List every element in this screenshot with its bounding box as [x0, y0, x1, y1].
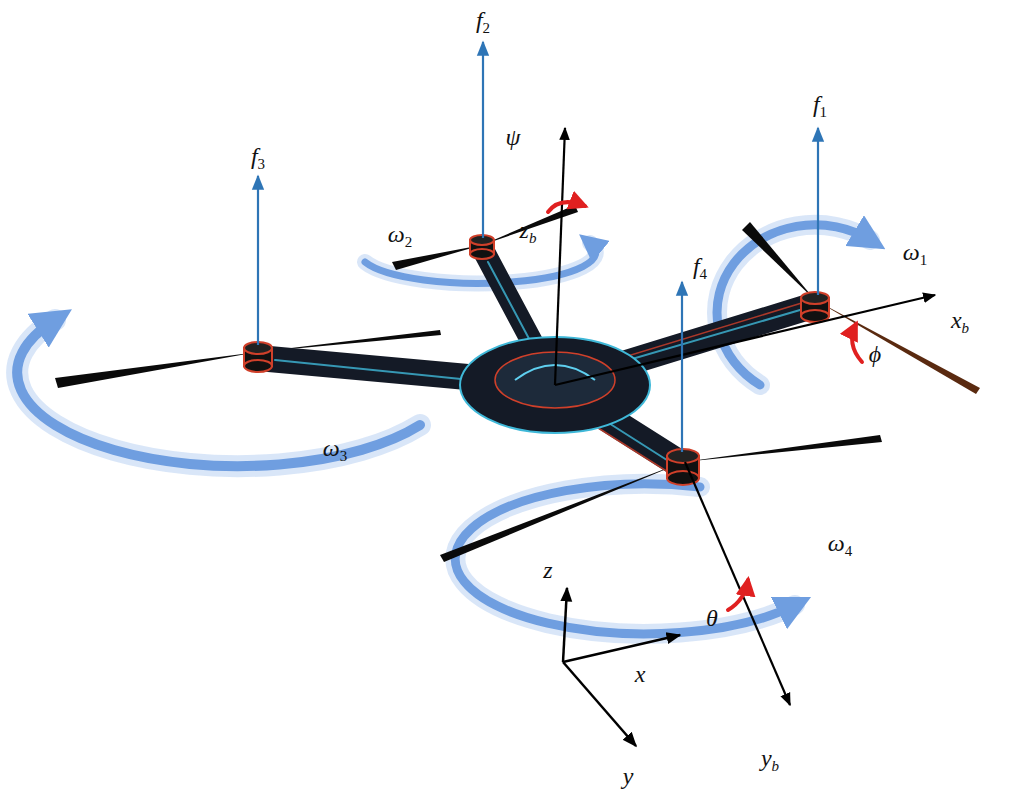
symbol-letter: x [635, 661, 646, 687]
symbol-label: θ [706, 606, 718, 630]
symbol-label: f3 [251, 144, 265, 172]
body-axes [555, 128, 935, 705]
symbol-label: z [543, 558, 552, 582]
symbol-label: ω3 [323, 436, 347, 464]
symbol-letter: f [476, 7, 483, 33]
symbol-letter: ψ [506, 124, 521, 150]
symbol-letter: ω [828, 530, 845, 556]
symbol-label: ω1 [903, 240, 927, 268]
symbol-letter: ω [388, 221, 405, 247]
symbol-subscript: b [772, 758, 780, 774]
world-axes [563, 588, 680, 746]
symbol-label: x [635, 662, 646, 686]
propellers [55, 205, 980, 562]
symbol-subscript: 1 [820, 104, 828, 120]
symbol-letter: ω [903, 239, 920, 265]
symbol-letter: y [623, 763, 634, 789]
symbol-letter: y [761, 745, 772, 771]
symbol-label: f2 [476, 8, 490, 36]
symbol-label: ω2 [388, 222, 412, 250]
symbol-subscript: 2 [405, 234, 413, 250]
symbol-letter: z [543, 557, 552, 583]
symbol-label: f4 [693, 254, 707, 282]
symbol-subscript: 3 [258, 156, 266, 172]
symbol-subscript: b [529, 230, 537, 246]
drone-frame [258, 248, 815, 472]
symbol-subscript: 1 [920, 252, 928, 268]
symbol-label: y [623, 764, 634, 788]
symbol-letter: x [951, 307, 962, 333]
rotation-arrows [17, 225, 870, 634]
symbol-letter: z [520, 217, 529, 243]
symbol-label: yb [761, 746, 779, 774]
symbol-letter: f [251, 143, 258, 169]
symbol-label: ϕ [869, 342, 881, 366]
symbol-subscript: b [962, 320, 970, 336]
symbol-subscript: 4 [700, 266, 708, 282]
symbol-label: ω4 [828, 531, 852, 559]
symbol-label: xb [951, 308, 969, 336]
symbol-letter: ϕ [869, 341, 881, 367]
symbol-subscript: 3 [340, 448, 348, 464]
symbol-letter: f [693, 253, 700, 279]
symbol-letter: f [813, 91, 820, 117]
symbol-letter: θ [706, 605, 718, 631]
symbol-label: f1 [813, 92, 827, 120]
symbol-subscript: 4 [845, 543, 853, 559]
symbol-letter: ω [323, 435, 340, 461]
symbol-subscript: 2 [483, 20, 491, 36]
thrust-arrows [258, 42, 818, 452]
motors [244, 235, 829, 485]
angle-arrows [548, 202, 862, 610]
symbol-label: zb [520, 218, 537, 246]
symbol-label: ψ [506, 125, 521, 149]
